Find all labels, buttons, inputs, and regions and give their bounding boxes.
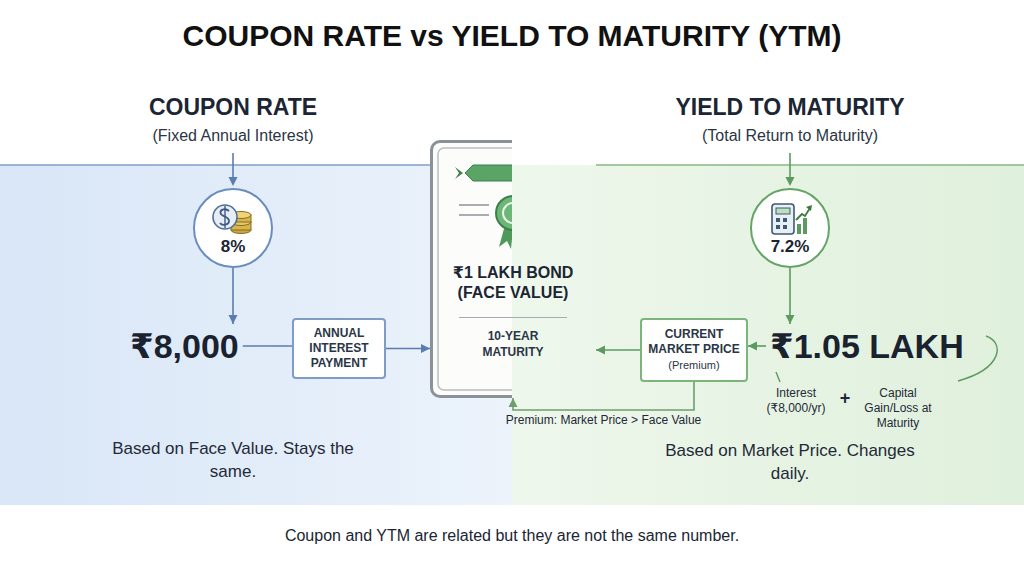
caption-wrap: Coupon and YTM are related but they are … [0,526,1024,546]
plus-sign: + [836,388,854,408]
text-group: Based on Face Value. Stays the same. [98,437,368,483]
arrowhead [509,398,518,407]
arrowhead [421,344,430,353]
rate-value: 7.2% [771,237,810,257]
heading-arrows [0,153,1024,382]
panel-footnote: Based on Face Value. Stays the same. [98,437,368,483]
edge-label-wrap: Premium: Market Price > Face Value [503,413,705,428]
bracket-line [958,336,997,381]
diagram-caption: Coupon and YTM are related but they are … [0,526,1024,546]
ytm-panel: YIELD TO MATURITY (Total Return to Maturi… [512,85,1024,505]
label-wrap: + [836,388,854,408]
process-box: ANNUAL INTEREST PAYMENT [292,318,386,379]
leader-line [776,372,780,382]
rate-value: 8% [221,237,246,257]
arrowhead [786,315,795,324]
box-label: CURRENT MARKET PRICE [648,327,740,357]
label-wrap: Interest (₹8,000/yr) [758,386,834,416]
bond-maturity: 10-YEAR MATURITY [459,317,567,360]
arrowhead [596,346,605,355]
text-group: YIELD TO MATURITY (Total Return to Maturi… [640,93,940,147]
title-wrap: COUPON RATE vs YIELD TO MATURITY (YTM) [0,18,1024,54]
text-group: COUPON RATE (Fixed Annual Interest) [83,93,383,147]
note-label: Capital Gain/Loss at Maturity [856,386,940,431]
note-label: Interest (₹8,000/yr) [758,386,834,416]
arrowhead [229,177,238,186]
amount-value: ₹8,000 [130,326,239,366]
band-line [596,164,1024,166]
amount-value: ₹1.05 LAKH [770,326,964,366]
connector [243,345,292,347]
rate-circle: 8% [193,188,273,268]
box-label: ANNUAL INTEREST PAYMENT [300,326,378,371]
heading-arrow [789,153,791,178]
panel-heading: COUPON RATE [83,93,383,121]
diagram-title: COUPON RATE vs YIELD TO MATURITY (YTM) [0,18,1024,54]
panel-subheading: (Total Return to Maturity) [640,125,940,147]
bond-value: ₹1 LAKH BOND (FACE VALUE) [445,263,581,303]
band-line [0,164,430,166]
amount-node: ₹1.05 LAKH [766,324,968,368]
panel-heading: YIELD TO MATURITY [640,93,940,121]
panel-subheading: (Fixed Annual Interest) [83,125,383,147]
edge-label: Premium: Market Price > Face Value [503,413,705,428]
heading-arrow [232,153,234,178]
arrowhead [229,315,238,324]
connector [513,382,694,410]
yield-circle: 7.2% [750,188,830,268]
text-group: Based on Market Price. Changes daily. [660,439,920,485]
label-wrap: Capital Gain/Loss at Maturity [856,386,940,431]
arrowhead [786,177,795,186]
amount-node: ₹8,000 [126,324,243,368]
panel-footnote: Based on Market Price. Changes daily. [660,439,920,485]
box-sublabel: (Premium) [668,358,719,373]
process-box: CURRENT MARKET PRICE(Premium) [640,318,748,382]
arrowhead [748,342,757,351]
